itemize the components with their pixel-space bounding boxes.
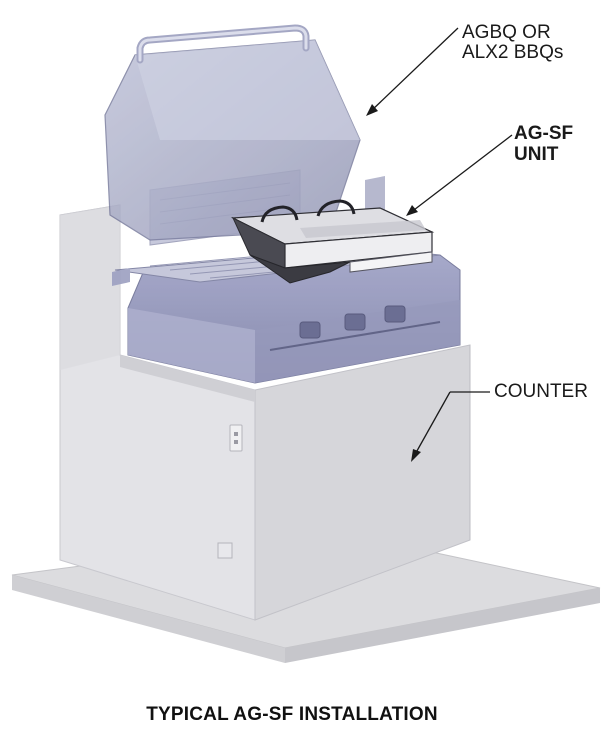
counter-cabinet: [59, 204, 471, 621]
hood-handle: [136, 24, 310, 64]
label-unit-line1: AG-SF: [514, 123, 574, 144]
label-bbq-line2: ALX2 BBQs: [462, 42, 564, 63]
control-knobs: [269, 305, 441, 351]
figure-caption: TYPICAL AG-SF INSTALLATION: [146, 704, 438, 725]
leader-line-counter: [411, 391, 490, 462]
leader-line-unit: [406, 134, 513, 216]
label-unit-line2: UNIT: [514, 144, 559, 165]
label-bbq-line1: AGBQ OR: [462, 22, 551, 43]
outlet: [229, 424, 243, 452]
bbq-grill: [104, 24, 461, 384]
junction-box: [217, 542, 233, 559]
ag-sf-unit: [230, 199, 435, 284]
leader-line-bbq: [366, 27, 459, 116]
label-counter: COUNTER: [494, 381, 588, 402]
